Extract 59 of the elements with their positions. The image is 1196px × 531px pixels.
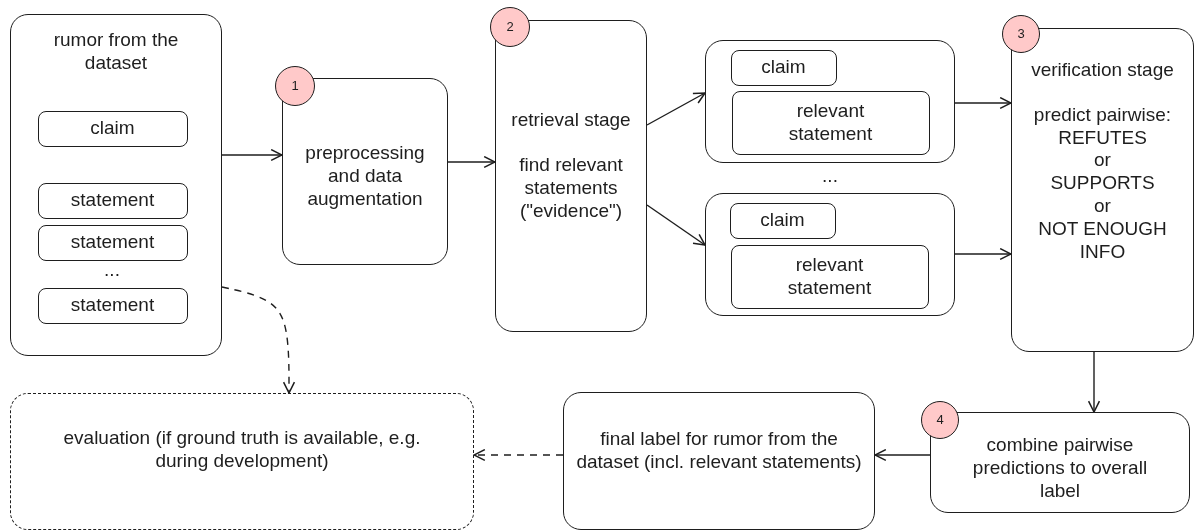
node-detail-text: SUPPORTS [1050, 172, 1155, 195]
arrow [1087, 351, 1101, 413]
group-box [705, 40, 955, 163]
process-box [10, 14, 222, 356]
arrow [221, 148, 283, 162]
arrow [954, 96, 1012, 110]
node-text: retrieval stage [511, 109, 631, 133]
node-text: combine pairwise predictions to overall label [971, 434, 1149, 503]
arrow [447, 155, 496, 169]
arrow [954, 247, 1012, 261]
node-detail-text: find relevant statements ("evidence") [518, 154, 624, 223]
step-number-badge [1002, 15, 1040, 53]
node-text: statement [70, 294, 155, 317]
ellipsis-text: ... [822, 165, 838, 187]
node-text: claim [760, 209, 805, 232]
node-text: statement [70, 189, 155, 212]
item-box [731, 90, 930, 155]
arrow [221, 286, 296, 394]
node-text: verification stage [1031, 59, 1174, 82]
ellipsis-text: ... [104, 259, 120, 281]
node-text: final label for rumor from the dataset (incl. relevant statements) [575, 428, 863, 474]
item-box [37, 224, 188, 261]
node-text: relevant statement [786, 253, 873, 300]
item-box [37, 110, 188, 147]
process-box [495, 20, 647, 332]
step-number-badge [275, 66, 315, 106]
arrow [473, 448, 564, 462]
node-text: rumor from the dataset [52, 29, 180, 75]
arrow [874, 448, 931, 462]
node-text: claim [761, 56, 806, 79]
item-box [730, 244, 929, 309]
item-box [729, 202, 836, 239]
node-detail-text: or [1094, 195, 1111, 218]
node-text: relevant statement [787, 99, 874, 146]
process-box [930, 412, 1190, 513]
process-box [1011, 28, 1194, 352]
step-number-badge [921, 401, 959, 439]
group-box [705, 193, 955, 316]
dashed-process-box [10, 393, 474, 530]
item-box [37, 287, 188, 324]
step-number: 1 [291, 78, 299, 94]
step-number: 3 [1017, 26, 1025, 42]
item-box [37, 182, 188, 219]
arrow [646, 204, 706, 246]
node-detail-text: NOT ENOUGH INFO [1037, 217, 1168, 264]
arrow [646, 92, 706, 126]
node-detail-text: predict pairwise: [1033, 103, 1172, 127]
node-detail-text: or [1094, 149, 1111, 173]
item-box [730, 49, 837, 86]
step-number: 4 [936, 412, 944, 428]
node-detail-text: REFUTES [1058, 126, 1147, 150]
step-number-badge [490, 7, 530, 47]
node-text: claim [90, 117, 135, 140]
node-text: statement [70, 231, 155, 254]
process-box [282, 78, 448, 265]
node-text: preprocessing and data augmentation [304, 142, 426, 211]
step-number: 2 [506, 19, 514, 35]
process-box [563, 392, 875, 530]
node-text: evaluation (if ground truth is available, e.g. during development) [62, 426, 422, 473]
